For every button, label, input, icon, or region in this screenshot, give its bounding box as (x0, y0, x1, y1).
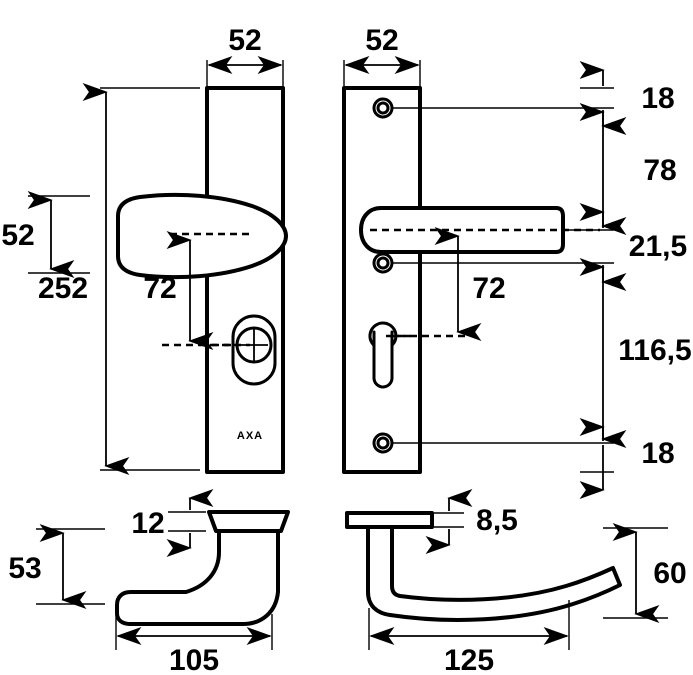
dim-label-knob-height-side: 53 (8, 552, 41, 585)
dim-lever-to-hole: 21,5 (579, 203, 687, 291)
dim-label-hole-to-bottom-hole: 116,5 (618, 334, 691, 367)
keyhole-join-mask (374, 330, 392, 350)
knob-side-profile-view (115, 510, 290, 626)
dim-label-lever-center-offset: 72 (472, 272, 505, 305)
dim-label-knob-center-offset: 72 (143, 272, 176, 305)
dim-label-knob-rose-thickness: 12 (131, 507, 164, 540)
dim-label-lever-projection: 125 (444, 644, 494, 675)
screw-hole-bottom (372, 432, 394, 454)
dim-lever-projection: 125 (368, 600, 570, 675)
dim-chain-right: 18 78 21,5 116,5 18 (392, 61, 692, 499)
dim-label-lever-drop: 60 (653, 557, 686, 590)
dim-label-top-hole-offset: 18 (641, 82, 674, 115)
dim-knob-height-side: 53 (8, 524, 105, 609)
brand-logo-axa: AXA (237, 430, 263, 442)
dim-top-hole-offset: 18 (579, 61, 675, 135)
dim-right-plate-width: 52 (343, 24, 421, 92)
dim-left-plate-width: 52 (206, 24, 284, 92)
dim-hole-to-bottom-hole: 116,5 (579, 258, 692, 448)
dim-label-hole-to-lever: 78 (643, 154, 676, 187)
knob-profile-body (115, 529, 280, 626)
dim-lever-center-offset: 72 (386, 227, 506, 341)
dim-label-lever-rose-thickness: 8,5 (476, 504, 518, 537)
dim-bottom-hole-offset: 18 (579, 418, 675, 499)
dim-label-left-plate-width: 52 (228, 24, 261, 57)
dim-lever-rose-thickness: 8,5 (425, 489, 518, 554)
knob-rose (207, 510, 290, 533)
dim-knob-height: 52 (1, 191, 90, 278)
screw-hole-top (372, 97, 394, 119)
dim-knob-rose-thickness: 12 (131, 489, 214, 557)
knob-plate-body (205, 86, 285, 474)
dim-knob-projection: 105 (115, 614, 273, 675)
dim-label-left-plate-height: 252 (38, 272, 88, 305)
dim-knob-center-offset: 72 (143, 231, 250, 350)
dim-label-knob-projection: 105 (169, 644, 219, 675)
screw-hole-middle (372, 252, 394, 274)
dim-label-bottom-hole-offset: 18 (641, 437, 674, 470)
knob-plate-front-view: AXA (116, 86, 288, 474)
dim-lever-drop: 60 (603, 523, 687, 623)
dim-label-knob-height: 52 (1, 219, 34, 252)
dim-label-lever-to-hole: 21,5 (629, 230, 687, 263)
lever-plate-body (342, 86, 422, 474)
dim-label-right-plate-width: 52 (365, 24, 398, 57)
lever-rose (345, 511, 434, 529)
